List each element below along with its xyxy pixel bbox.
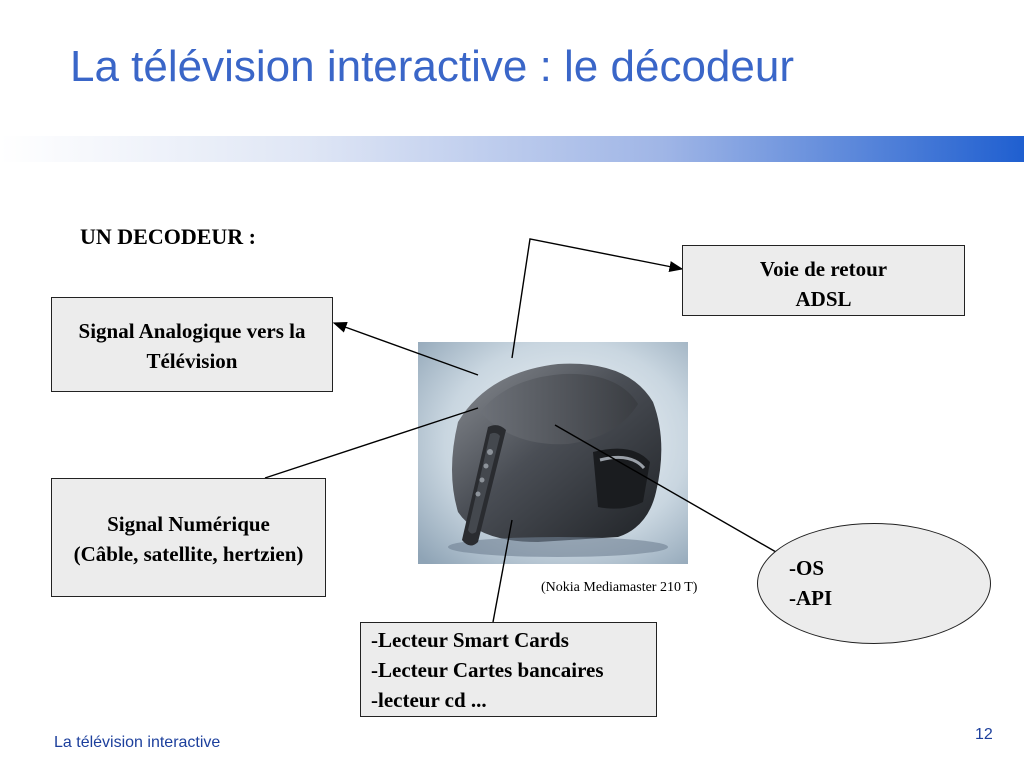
ellipse-os-api [757,523,991,644]
title-gradient-bar [0,136,1024,162]
box-signal-analogique: Signal Analogique vers la Télévision [51,297,333,392]
decoder-photo [418,342,688,564]
ellipse-api-line: -API [789,586,833,610]
box-signal-numerique-line2: (Câble, satellite, hertzien) [73,542,304,566]
box-voie-retour-line1: Voie de retour [759,257,888,281]
box-signal-analogique-line1: Signal Analogique vers la [78,319,306,343]
box-signal-analogique-line2: Télévision [146,349,238,373]
slide-title: La télévision interactive : le décodeur [70,42,794,91]
box-lecteurs-line3: -lecteur cd ... [371,688,487,712]
ellipse-os-api-text: -OS -API [789,553,832,613]
box-voie-retour: Voie de retour ADSL [682,245,965,316]
decoder-heading: UN DECODEUR : [80,224,256,249]
box-signal-numerique-line1: Signal Numérique [107,512,270,536]
box-lecteurs-line2: -Lecteur Cartes bancaires [371,658,604,682]
photo-caption: (Nokia Mediamaster 210 T) [541,580,698,595]
page-number: 12 [975,726,993,743]
box-signal-numerique: Signal Numérique (Câble, satellite, hert… [51,478,326,597]
box-lecteurs: -Lecteur Smart Cards -Lecteur Cartes ban… [360,622,657,717]
box-voie-retour-line2: ADSL [795,287,852,311]
box-lecteurs-line1: -Lecteur Smart Cards [371,628,569,652]
line-to-voie-retour [511,238,684,359]
footer-text: La télévision interactive [54,734,221,751]
ellipse-os-line: -OS [789,556,825,580]
